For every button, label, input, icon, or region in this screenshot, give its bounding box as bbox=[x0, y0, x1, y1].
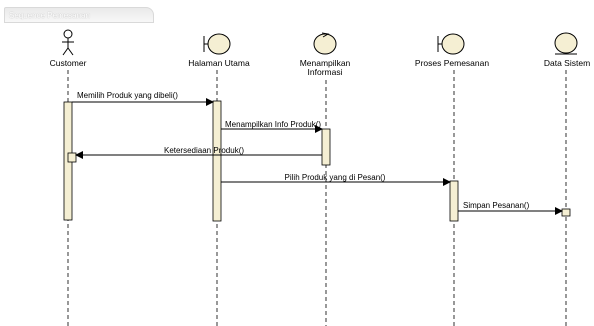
boundary-icon bbox=[437, 33, 465, 55]
control-icon bbox=[313, 32, 337, 55]
entity-icon bbox=[554, 32, 578, 55]
participant-label-menampilkan: Menampilkan bbox=[299, 58, 351, 68]
actor-icon bbox=[62, 29, 74, 56]
participant-label-halaman-utama: Halaman Utama bbox=[188, 58, 250, 68]
message-label-2: Menampilkan Info Produk() bbox=[225, 120, 322, 129]
message-label-5: Simpan Pesanan() bbox=[463, 201, 530, 210]
message-label-3: Ketersediaan Produk() bbox=[163, 146, 245, 155]
activation-bar-customer-nested bbox=[67, 152, 77, 163]
boundary-icon bbox=[203, 33, 231, 55]
diagram-title-tab: Sequence Pemesanan bbox=[4, 7, 154, 23]
participant-label-customer: Customer bbox=[49, 58, 87, 68]
participant-label-informasi: Informasi bbox=[307, 67, 343, 77]
message-label-1: Memilih Produk yang dibeli() bbox=[77, 91, 178, 100]
activation-bar-data-sistem bbox=[561, 208, 571, 217]
participant-label-proses-pemesanan: Proses Pemesanan bbox=[414, 58, 490, 68]
message-label-4: Pilih Produk yang di Pesan() bbox=[284, 173, 386, 182]
activation-bar-halaman-utama bbox=[212, 100, 222, 222]
participant-label-data-sistem: Data Sistem bbox=[543, 58, 591, 68]
activation-bar-menampilkan-informasi bbox=[321, 128, 331, 166]
diagram-title: Sequence Pemesanan bbox=[9, 11, 90, 20]
activation-bar-proses-pemesanan bbox=[449, 180, 459, 222]
